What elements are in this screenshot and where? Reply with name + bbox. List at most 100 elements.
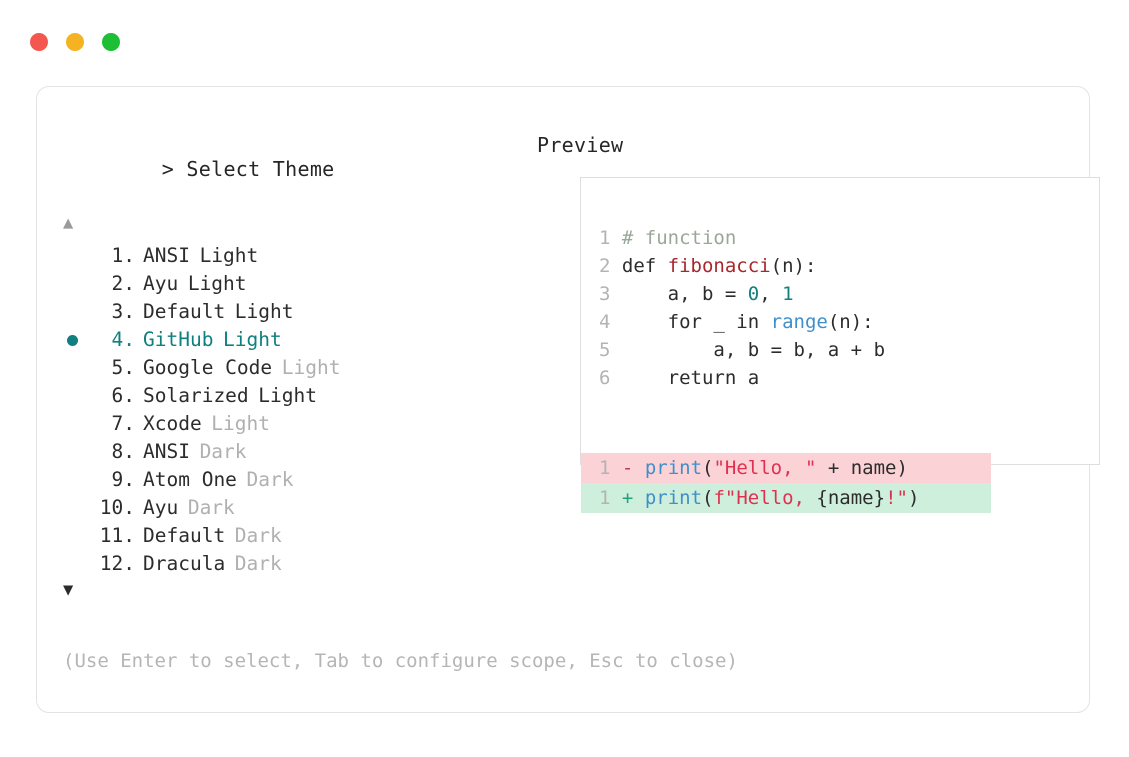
theme-item-index: 4. (111, 328, 135, 351)
diff-gutter-space (610, 457, 621, 479)
code-token: for _ in (621, 311, 771, 333)
diff-line-del: 1 - print("Hello, " + name) (581, 453, 991, 483)
keyboard-hint: (Use Enter to select, Tab to configure s… (63, 650, 738, 672)
theme-item-variant: Dark (187, 496, 235, 519)
theme-list-item[interactable]: 5. Google Code Light (63, 354, 533, 382)
diff-token: print (644, 457, 703, 479)
diff-token: ) (907, 487, 920, 509)
theme-item-index: 6. (111, 384, 135, 407)
theme-item-index: 10. (99, 496, 135, 519)
preview-diff: 1 - print("Hello, " + name)1 + print(f"H… (581, 453, 1099, 513)
prompt-heading: > Select Theme (63, 133, 533, 205)
theme-item-variant: Dark (199, 440, 247, 463)
code-token: fibonacci (667, 255, 771, 277)
code-line-number: 1 (599, 227, 611, 249)
code-token: def (621, 255, 668, 277)
theme-item-name: Google Code (143, 356, 273, 379)
theme-item-name: ANSI (143, 244, 190, 267)
diff-line-number: 1 (599, 457, 611, 479)
code-token: (n): (827, 311, 874, 333)
theme-item-variant: Light (234, 300, 294, 323)
theme-item-name: Default (143, 300, 226, 323)
diff-token: "Hello, " (713, 457, 817, 479)
theme-item-index: 11. (99, 524, 135, 547)
gutter-space (610, 283, 621, 305)
code-line: 4 for _ in range(n): (599, 308, 885, 336)
theme-item-index: 9. (111, 468, 135, 491)
code-line: 6 return a (599, 364, 885, 392)
theme-item-name: Dracula (143, 552, 226, 575)
theme-item-index: 3. (111, 300, 135, 323)
minimize-window-button[interactable] (66, 33, 84, 51)
gutter-space (610, 367, 621, 389)
theme-item-variant: Light (281, 356, 341, 379)
index-spacer (135, 550, 143, 578)
maximize-window-button[interactable] (102, 33, 120, 51)
theme-item-name: Atom One (143, 468, 237, 491)
code-line: 2 def fibonacci(n): (599, 252, 885, 280)
gutter-space (610, 311, 621, 333)
index-spacer (135, 522, 143, 550)
preview-label: Preview (537, 133, 624, 157)
theme-item-variant: Light (211, 412, 270, 435)
gutter-space (610, 339, 621, 361)
theme-list-item[interactable]: 4. GitHub Light (63, 326, 533, 354)
diff-line-number: 1 (599, 487, 611, 509)
diff-token: f"Hello, (713, 487, 817, 509)
index-spacer (135, 494, 143, 522)
index-spacer (135, 382, 143, 410)
theme-item-index: 5. (111, 356, 135, 379)
theme-item-index: 2. (111, 272, 135, 295)
index-spacer (135, 466, 143, 494)
scroll-up-indicator-icon[interactable]: ▲ (63, 213, 74, 233)
diff-line-add: 1 + print(f"Hello, {name}!") (581, 483, 991, 513)
code-line: 1 # function (599, 224, 885, 252)
diff-token: ( (702, 457, 714, 479)
prompt-marker: > (161, 157, 175, 181)
theme-item-variant: Light (199, 244, 259, 267)
diff-token: + name) (816, 457, 908, 479)
code-token: (n): (770, 255, 817, 277)
code-line-number: 3 (599, 283, 611, 305)
code-token: a, b = b, a + b (621, 339, 886, 361)
theme-item-name: Default (143, 524, 226, 547)
theme-item-name: GitHub (143, 328, 214, 351)
index-spacer (135, 354, 143, 382)
code-token: 0 (747, 283, 760, 305)
theme-item-index: 7. (111, 412, 135, 435)
diff-token: ( (702, 487, 714, 509)
diff-sign-space (633, 457, 644, 479)
diff-sign: - (621, 457, 634, 479)
selection-bullet-slot (63, 334, 93, 346)
scroll-down-indicator-icon[interactable]: ▼ (63, 580, 74, 600)
diff-gutter-space (610, 487, 621, 509)
theme-item-index: 12. (99, 552, 135, 575)
theme-list-item[interactable]: 12. Dracula Dark (63, 550, 533, 578)
code-token: a, b = (621, 283, 748, 305)
index-spacer (135, 270, 143, 298)
theme-list-item[interactable]: 3. Default Light (63, 298, 533, 326)
code-line-number: 2 (599, 255, 611, 277)
selected-bullet-icon (67, 334, 78, 346)
theme-item-variant: Light (223, 328, 282, 351)
close-window-button[interactable] (30, 33, 48, 51)
code-line: 5 a, b = b, a + b (599, 336, 885, 364)
theme-item-variant: Dark (234, 552, 282, 575)
theme-item-name: Ayu (143, 272, 179, 295)
code-line-number: 4 (599, 311, 611, 333)
index-spacer (135, 242, 143, 270)
code-line-number: 6 (599, 367, 611, 389)
